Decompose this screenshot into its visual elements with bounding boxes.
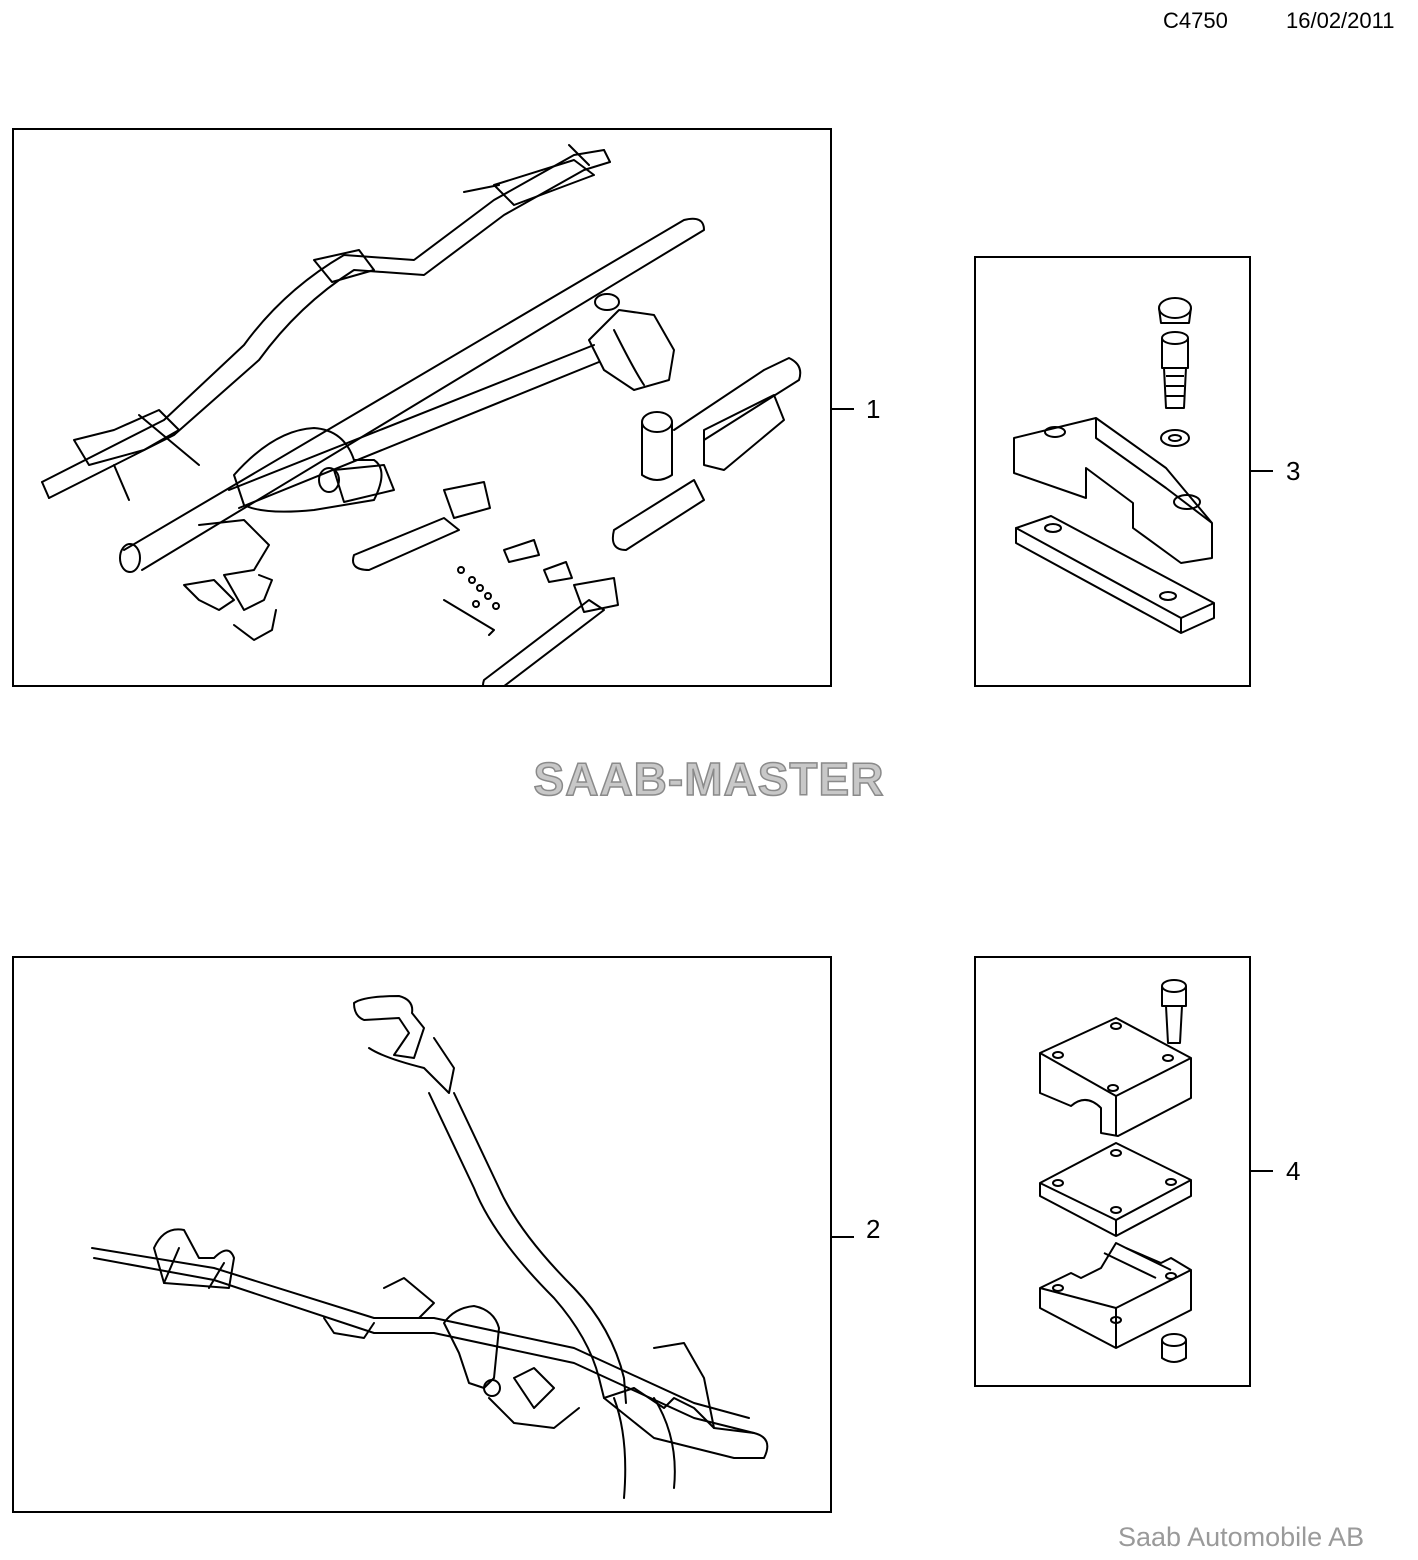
saab-master-watermark: SAAB-MASTER	[533, 755, 885, 806]
callout-1: 1	[866, 394, 881, 424]
callout-leader-4	[1251, 1170, 1273, 1172]
assembled-bike-carrier-illustration	[91, 995, 769, 1499]
panel-part-4	[974, 956, 1251, 1387]
adapter-block-set-illustration	[1039, 979, 1192, 1363]
mounting-bracket-illustration	[1013, 297, 1215, 634]
callout-leader-1	[832, 408, 854, 410]
diagram-code: C4750	[1163, 8, 1228, 33]
callout-4: 4	[1286, 1156, 1301, 1186]
callout-leader-3	[1251, 470, 1273, 472]
bike-carrier-kit-illustration	[41, 144, 802, 685]
callout-2: 2	[866, 1214, 881, 1244]
panel-part-3	[974, 256, 1251, 687]
svg-text:SAAB-MASTER: SAAB-MASTER	[534, 755, 885, 805]
panel-part-1	[12, 128, 832, 687]
diagram-date: 16/02/2011	[1286, 8, 1395, 33]
panel-part-2	[12, 956, 832, 1513]
footer-copyright: Saab Automobile AB	[1118, 1522, 1365, 1552]
callout-3: 3	[1286, 456, 1301, 486]
callout-leader-2	[832, 1236, 854, 1238]
